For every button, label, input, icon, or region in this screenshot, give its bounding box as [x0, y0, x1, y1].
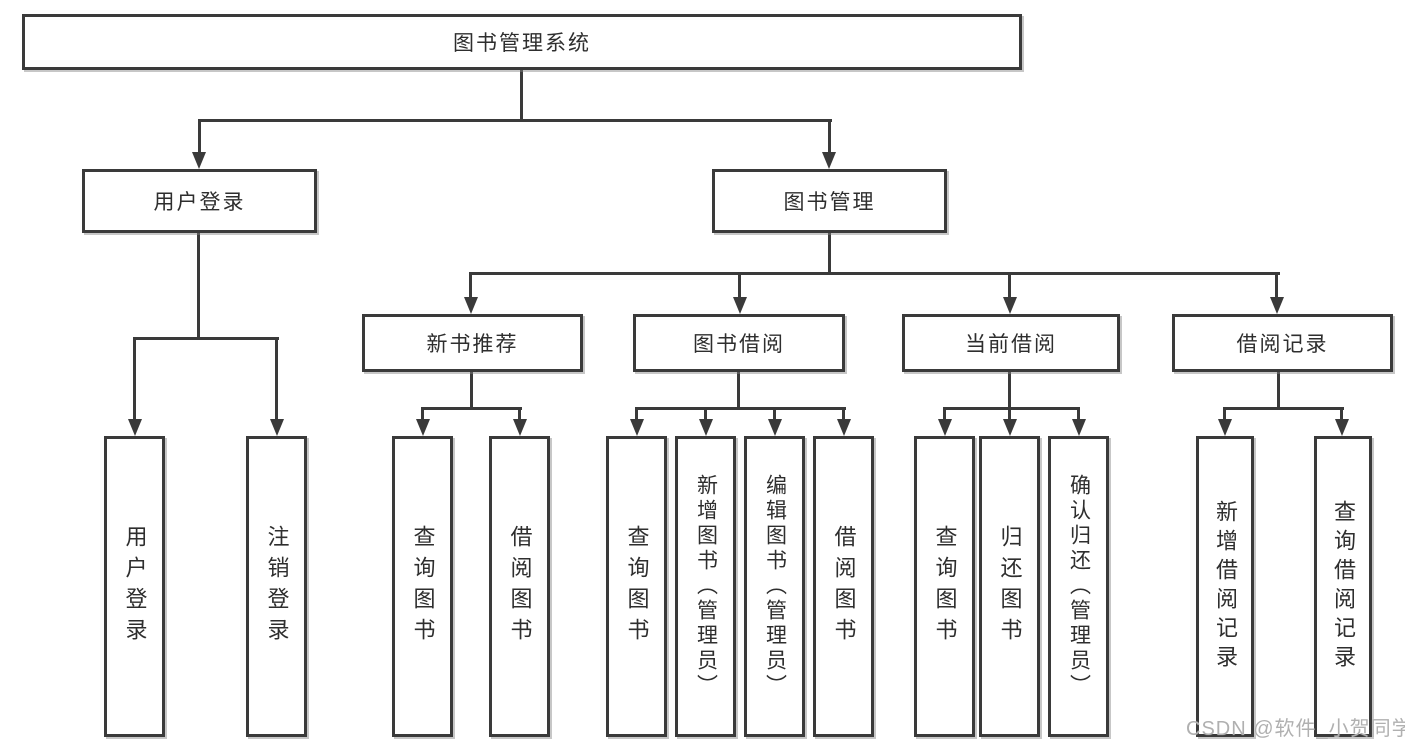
arrow-head	[1072, 419, 1086, 436]
connector-line	[1008, 372, 1011, 409]
connector-line	[421, 407, 522, 410]
connector-line	[635, 407, 638, 421]
arrow-head	[270, 419, 284, 436]
node-current-borrowing: 当前借阅	[902, 314, 1120, 372]
connector-line	[470, 272, 1280, 275]
leaf-borrow-query: 查询图书	[606, 436, 667, 737]
leaf-borrow-add-admin: 新增图书（管理员）	[675, 436, 736, 737]
leaf-borrow-edit-admin: 编辑图书（管理员）	[744, 436, 805, 737]
connector-line	[275, 337, 278, 420]
connector-line	[469, 272, 472, 298]
leaf-logout: 注销登录	[246, 436, 307, 737]
connector-line	[828, 233, 831, 275]
arrow-head	[513, 419, 527, 436]
connector-line	[635, 407, 846, 410]
leaf-records-query: 查询借阅记录	[1314, 436, 1372, 737]
connector-line	[737, 372, 740, 409]
arrow-head	[733, 297, 747, 314]
connector-line	[197, 233, 200, 340]
connector-line	[1277, 372, 1280, 409]
connector-line	[198, 119, 832, 122]
connector-line	[842, 407, 845, 421]
connector-line	[1008, 272, 1011, 298]
arrow-head	[768, 419, 782, 436]
leaf-records-add: 新增借阅记录	[1196, 436, 1254, 737]
node-user-login: 用户登录	[82, 169, 317, 233]
arrow-head	[837, 419, 851, 436]
arrow-head	[128, 419, 142, 436]
node-new-book-recommend: 新书推荐	[362, 314, 583, 372]
connector-line	[421, 407, 424, 421]
leaf-current-query: 查询图书	[914, 436, 975, 737]
node-book-management: 图书管理	[712, 169, 947, 233]
connector-line	[133, 337, 279, 340]
arrow-head	[1003, 297, 1017, 314]
connector-line	[1223, 407, 1226, 421]
connector-line	[1077, 407, 1080, 421]
arrow-head	[938, 419, 952, 436]
connector-line	[704, 407, 707, 421]
connector-line	[773, 407, 776, 421]
arrow-head	[1003, 419, 1017, 436]
node-library-system: 图书管理系统	[22, 14, 1022, 70]
leaf-current-confirm-admin: 确认归还（管理员）	[1048, 436, 1109, 737]
connector-line	[198, 119, 201, 153]
arrow-head	[464, 297, 478, 314]
arrow-head	[192, 152, 206, 169]
connector-line	[520, 70, 523, 121]
connector-line	[518, 407, 521, 421]
leaf-current-return: 归还图书	[979, 436, 1040, 737]
leaf-newbooks-borrow: 借阅图书	[489, 436, 550, 737]
watermark: CSDN @软件_小贺同学	[1186, 718, 1405, 740]
leaf-newbooks-query: 查询图书	[392, 436, 453, 737]
connector-line	[1340, 407, 1343, 421]
arrow-head	[630, 419, 644, 436]
node-borrowing-records: 借阅记录	[1172, 314, 1393, 372]
arrow-head	[699, 419, 713, 436]
arrow-head	[1335, 419, 1349, 436]
connector-line	[943, 407, 946, 421]
connector-line	[1223, 407, 1344, 410]
connector-line	[1008, 407, 1011, 421]
connector-line	[738, 272, 741, 298]
arrow-head	[822, 152, 836, 169]
connector-line	[943, 407, 1080, 410]
connector-line	[133, 337, 136, 420]
arrow-head	[1270, 297, 1284, 314]
arrow-head	[1218, 419, 1232, 436]
arrow-head	[416, 419, 430, 436]
node-book-borrowing: 图书借阅	[633, 314, 845, 372]
connector-line	[1275, 272, 1278, 298]
leaf-borrow-book: 借阅图书	[813, 436, 874, 737]
connector-line	[470, 372, 473, 409]
connector-line	[828, 119, 831, 153]
leaf-user-login: 用户登录	[104, 436, 165, 737]
